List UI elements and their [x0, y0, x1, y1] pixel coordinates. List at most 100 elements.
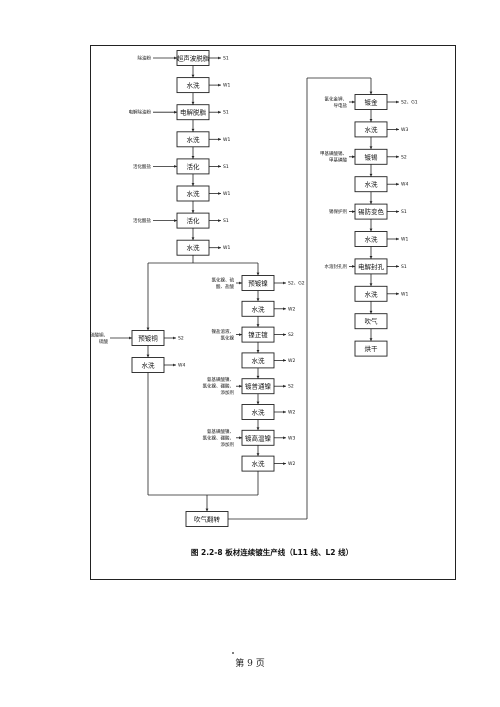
process-box-label: 水洗 — [142, 361, 156, 370]
arrow-head — [256, 350, 260, 353]
emission-code-label: S1 — [223, 56, 229, 62]
arrow-head — [256, 272, 260, 276]
chemical-input-label: 硫酸铜、 — [90, 331, 108, 338]
chemical-input-label: 氰化金钾、 — [325, 95, 348, 102]
arrow-head — [256, 375, 260, 379]
arrow-head — [352, 265, 355, 268]
arrow-head — [369, 91, 373, 95]
emission-code-label: S1 — [223, 164, 229, 170]
process-box-label: 水洗 — [187, 243, 201, 252]
arrow-head — [369, 338, 373, 342]
page-mark — [232, 652, 234, 654]
emission-code-label: W4 — [178, 363, 185, 369]
arrow-head — [218, 165, 221, 168]
process-box-label: 吹气翻转 — [194, 515, 221, 524]
chemical-input-label: 氨基磺酸镍、 — [207, 428, 234, 435]
chemical-input-label: 导电盐 — [334, 102, 348, 109]
arrow-head — [218, 137, 221, 141]
chemical-input-label: 酸、盐酸 — [216, 283, 234, 290]
arrow-head — [218, 56, 221, 60]
arrow-head — [396, 237, 399, 241]
arrow-head — [283, 436, 286, 440]
chemical-input-label: 甲基磺酸 — [329, 157, 347, 164]
arrow-head — [369, 310, 373, 314]
process-box-label: 电解封孔 — [358, 262, 385, 271]
figure-title: 图 2.2-8 板材连续镀生产线（L11 线、L2 线） — [191, 547, 353, 557]
arrow-head — [283, 307, 286, 311]
chemical-input-label: 氯化镍、硼酸、 — [203, 383, 235, 390]
emission-code-label: W1 — [223, 83, 230, 89]
emission-code-label: S2 — [288, 332, 294, 338]
arrow-head — [191, 210, 195, 214]
emission-code-label: S2 — [178, 336, 184, 342]
emission-code-label: S1 — [223, 110, 229, 116]
chemical-input-label: 电解除油粉 — [129, 109, 152, 116]
emission-code-label: S1 — [223, 218, 229, 224]
arrow-head — [352, 155, 355, 159]
emission-code-label: S2、G2 — [288, 281, 305, 287]
arrow-head — [396, 265, 399, 268]
emission-code-label: S2 — [401, 154, 407, 160]
emission-code-label: S1 — [401, 264, 407, 270]
arrow-head — [369, 228, 373, 232]
process-box-label: 水洗 — [187, 135, 201, 144]
process-box-label: 镀普通镍 — [245, 382, 272, 391]
chemical-input-label: 水溶封孔剂 — [325, 263, 348, 270]
process-box-label: 水洗 — [365, 180, 379, 189]
arrow-head — [283, 359, 286, 362]
process-box-label: 预镀铜 — [138, 334, 158, 343]
chemical-input-label: 甲基磺酸锡、 — [320, 150, 347, 157]
arrow-head — [218, 110, 221, 114]
process-box-label: 预镀镍 — [248, 279, 268, 288]
arrow-head — [146, 354, 150, 358]
chemical-input-label: 添加剂 — [221, 441, 235, 448]
process-box-label: 水洗 — [252, 459, 266, 468]
arrow-head — [174, 219, 177, 222]
arrow-head — [218, 246, 221, 250]
arrow-head — [283, 462, 286, 465]
arrow-head — [369, 119, 373, 122]
process-box-label: 锡防变色 — [358, 207, 385, 216]
arrow-head — [174, 165, 177, 168]
emission-code-label: W1 — [223, 245, 230, 251]
arrow-head — [191, 101, 195, 105]
emission-code-label: W2 — [288, 306, 295, 312]
chemical-input-label: 活化酸盐 — [133, 163, 151, 170]
arrow-head — [191, 156, 195, 159]
arrow-head — [218, 83, 221, 87]
arrow-head — [191, 74, 195, 78]
arrow-head — [173, 363, 176, 367]
arrow-head — [396, 155, 399, 159]
emission-code-label: W3 — [288, 435, 295, 441]
arrow-head — [173, 336, 176, 340]
chemical-input-label: 镍盐溶液、 — [212, 328, 235, 335]
process-box-label: 电解脱脂 — [180, 108, 207, 117]
emission-code-label: W1 — [223, 191, 230, 197]
arrow-head — [239, 384, 242, 388]
emission-code-label: S1 — [401, 209, 407, 215]
emission-code-label: S2 — [288, 384, 294, 390]
process-box-label: 水洗 — [365, 125, 379, 134]
arrow-head — [352, 100, 355, 104]
arrow-head — [239, 436, 242, 440]
emission-code-label: W1 — [401, 237, 408, 243]
page-number: 第 9 页 — [235, 659, 265, 669]
arrow-head — [369, 173, 373, 177]
chemical-input-label: 氯化镍、硼酸、 — [203, 434, 235, 441]
arrow-head — [396, 100, 399, 104]
process-box-label: 镍正镀 — [248, 330, 268, 339]
arrow-head — [369, 283, 373, 287]
arrow-head — [256, 401, 260, 405]
process-box-label: 烘干 — [365, 344, 379, 353]
chemical-input-label: 活化酸盐 — [133, 217, 151, 224]
arrow-head — [283, 281, 286, 285]
process-box-label: 活化 — [187, 216, 201, 225]
arrow-head — [283, 410, 286, 414]
process-box-label: 水洗 — [252, 304, 266, 313]
arrow-head — [239, 333, 242, 336]
process-box-label: 镀锡 — [365, 152, 379, 161]
arrow-head — [174, 110, 177, 114]
chemical-input-label: 氨基磺酸镍、 — [207, 376, 234, 383]
arrow-head — [256, 427, 260, 431]
